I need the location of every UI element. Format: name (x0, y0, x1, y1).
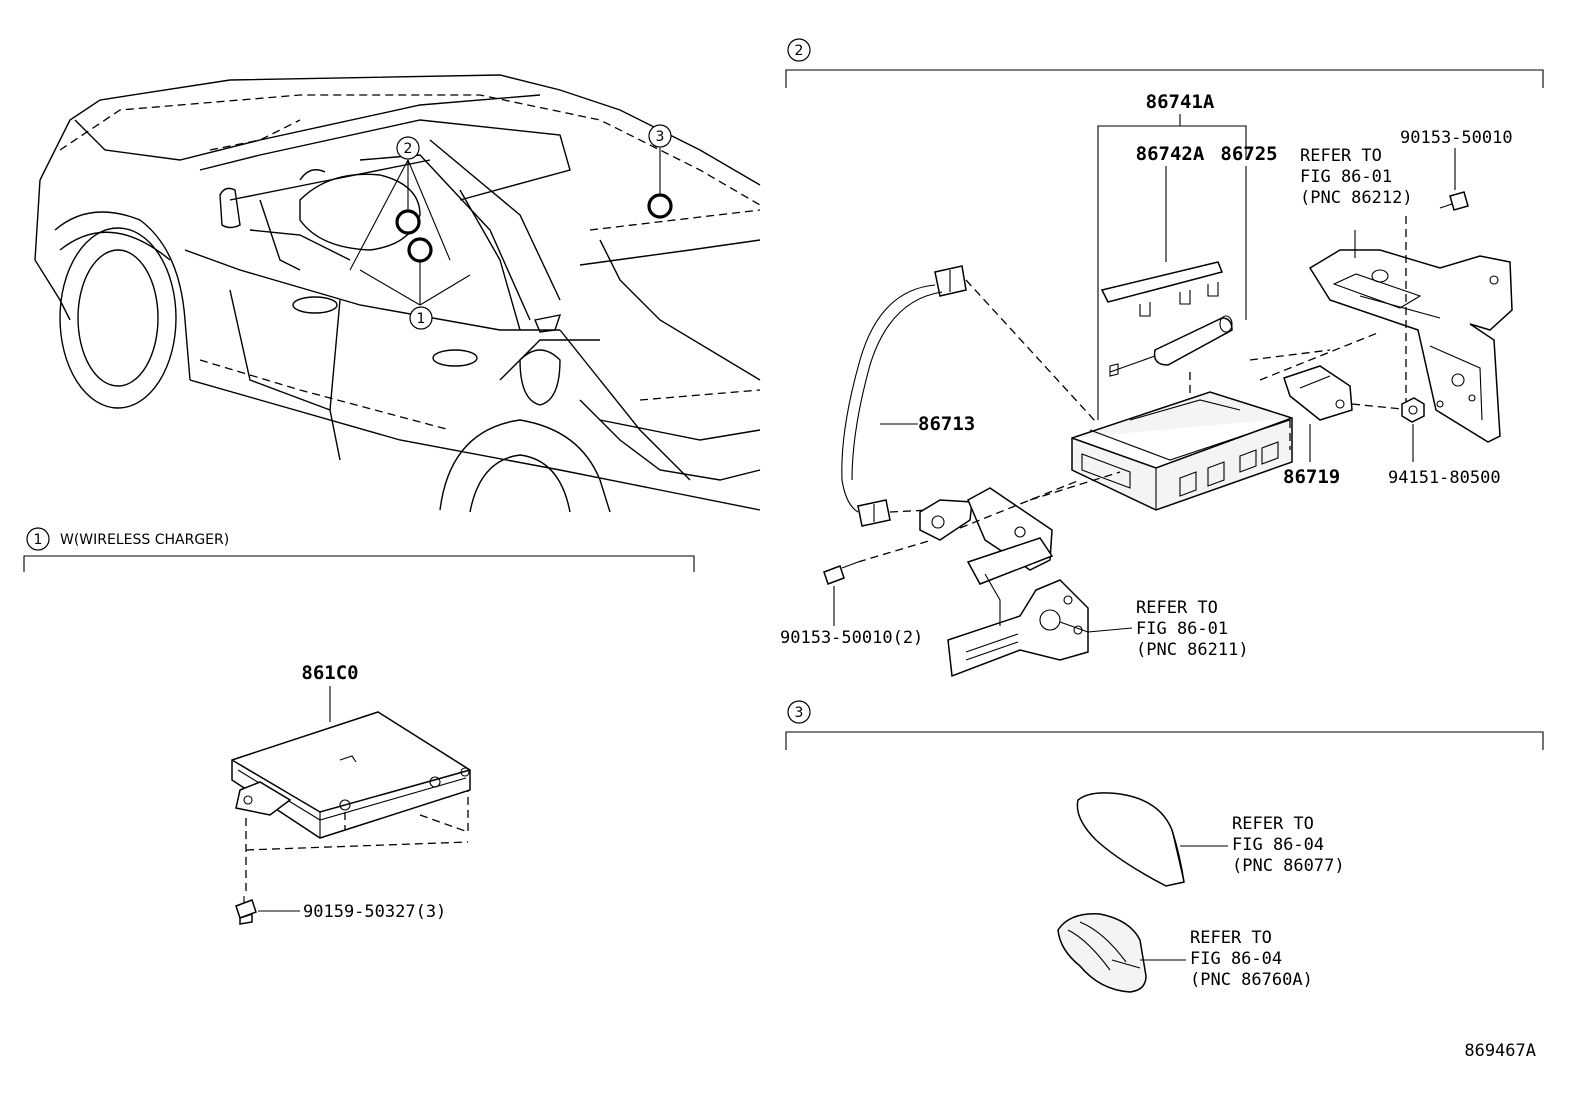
bolt-left-icon (823, 561, 859, 585)
part-label-86742a: 86742A (1136, 143, 1205, 165)
section-2: 2 86741A 86742A 86725 (780, 38, 1544, 678)
section-3-bracket (785, 731, 1544, 750)
callout-2-label: 2 (404, 141, 413, 157)
bolt-top-icon (1439, 191, 1469, 211)
refer-antenna-lower-line1: REFER TO (1190, 928, 1272, 948)
vehicle-illustration (34, 74, 761, 513)
section-1-badge (26, 527, 50, 551)
callout-3-label: 3 (656, 129, 665, 145)
refer-antenna-upper-line3: (PNC 86077) (1232, 856, 1345, 876)
callout-2-vehicle: 2 (396, 136, 420, 160)
part-label-90159-50327: 90159-50327(3) (303, 902, 446, 922)
section-2-badge (787, 38, 811, 62)
refer-antenna-upper-line1: REFER TO (1232, 814, 1314, 834)
section-1-title: W(WIRELESS CHARGER) (60, 532, 229, 548)
refer-antenna-upper-line2: FIG 86-04 (1232, 835, 1324, 855)
figure-id: 869467A (1464, 1041, 1536, 1061)
wireless-charger-module (231, 711, 471, 839)
callout-1-vehicle: 1 (409, 306, 433, 330)
refer-antenna-lower-line3: (PNC 86760A) (1190, 970, 1313, 990)
bracket-right (1308, 249, 1513, 443)
antenna-base (1057, 913, 1147, 993)
refer-left-line1: REFER TO (1136, 598, 1218, 618)
section-2-number: 2 (795, 43, 804, 59)
location-marker-1 (407, 237, 433, 263)
cover-part (1100, 261, 1224, 317)
part-label-86719: 86719 (1283, 466, 1340, 488)
location-marker-2 (395, 209, 421, 235)
antenna-cover (1076, 792, 1185, 887)
section-1-number: 1 (34, 532, 43, 548)
section-2-bracket (785, 69, 1544, 88)
bolt-icon (235, 896, 257, 925)
location-marker-3 (647, 193, 673, 219)
section-1-bracket (23, 555, 695, 572)
telematics-unit (1071, 391, 1293, 511)
section-3-number: 3 (795, 705, 804, 721)
part-label-86741a: 86741A (1146, 91, 1215, 113)
part-label-90153-50010: 90153-50010 (1400, 128, 1513, 148)
refer-right-line3: (PNC 86212) (1300, 188, 1413, 208)
harness-part (841, 265, 967, 527)
refer-right-line2: FIG 86-01 (1300, 167, 1392, 187)
part-label-94151-80500: 94151-80500 (1388, 468, 1501, 488)
section-1: 1 W(WIRELESS CHARGER) 861C0 9 (23, 527, 695, 925)
part-label-861c0: 861C0 (301, 662, 358, 684)
nut-icon (1401, 397, 1425, 423)
callout-3-vehicle: 3 (648, 124, 672, 148)
bracket-small (1283, 365, 1353, 421)
refer-left-line2: FIG 86-01 (1136, 619, 1228, 639)
refer-left-line3: (PNC 86211) (1136, 640, 1249, 660)
part-label-86725: 86725 (1220, 143, 1277, 165)
section-3: 3 REFER TO FIG 86-04 (PNC 86077) REFER T… (785, 700, 1544, 993)
callout-1-label: 1 (417, 311, 426, 327)
refer-right-line1: REFER TO (1300, 146, 1382, 166)
bracket-left (919, 487, 1089, 678)
part-label-86713: 86713 (918, 413, 975, 435)
section-3-badge (787, 700, 811, 724)
refer-antenna-lower-line2: FIG 86-04 (1190, 949, 1282, 969)
part-label-90153-50010-2: 90153-50010(2) (780, 628, 923, 648)
battery-part (1109, 315, 1233, 377)
